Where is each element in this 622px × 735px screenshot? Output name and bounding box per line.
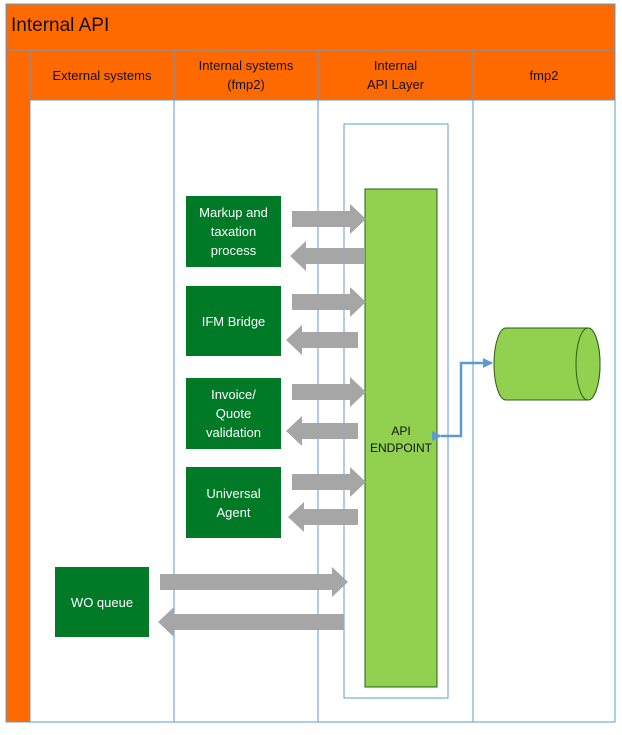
arrow-right-wo-queue bbox=[160, 567, 348, 597]
arrow-left-invoice bbox=[286, 416, 358, 446]
arrow-left-ifm bbox=[286, 325, 358, 355]
lane-label-external: External systems bbox=[52, 67, 152, 83]
lane-label-fmp2: fmp2 bbox=[529, 67, 559, 83]
lane-label-internal-systems: Internal systems (fmp2) bbox=[198, 58, 294, 92]
arrow-left-wo-queue bbox=[158, 607, 344, 637]
api-endpoint-box bbox=[364, 188, 438, 688]
database-cylinder-icon bbox=[493, 327, 601, 401]
lane-header-external bbox=[29, 49, 175, 101]
lane-header-internal-systems bbox=[173, 49, 319, 101]
lane-header-fmp2 bbox=[472, 49, 616, 101]
process-label-universal-agent: Universal Agent bbox=[206, 485, 261, 520]
process-box-ifm-bridge bbox=[186, 286, 281, 356]
arrow-right-invoice bbox=[292, 377, 366, 407]
lane-label-api-layer: Internal API Layer bbox=[366, 58, 425, 92]
process-box-markup bbox=[186, 196, 281, 267]
arrow-right-universal bbox=[292, 467, 366, 497]
process-label-invoice: Invoice/ Quote validation bbox=[206, 387, 261, 440]
api-endpoint-label: API ENDPOINT bbox=[369, 424, 432, 455]
left-band bbox=[5, 49, 31, 723]
title-band bbox=[5, 3, 616, 51]
diagram-title: Internal API bbox=[11, 15, 110, 36]
process-box-universal-agent bbox=[186, 467, 281, 538]
endpoint-db-connector bbox=[432, 358, 493, 441]
lane-body-fmp2 bbox=[472, 99, 616, 723]
process-label-ifm-bridge: IFM Bridge bbox=[201, 313, 266, 329]
arrow-right-ifm bbox=[292, 287, 366, 317]
arrow-left-markup bbox=[290, 241, 364, 271]
wo-queue-box bbox=[55, 567, 149, 637]
process-box-invoice bbox=[186, 378, 281, 449]
wo-queue-label: WO queue bbox=[70, 594, 134, 610]
process-label-markup: Markup and taxation process bbox=[199, 205, 268, 258]
lane-header-api-layer bbox=[317, 49, 474, 101]
arrow-right-markup bbox=[292, 204, 366, 234]
arrow-left-universal bbox=[288, 502, 358, 532]
